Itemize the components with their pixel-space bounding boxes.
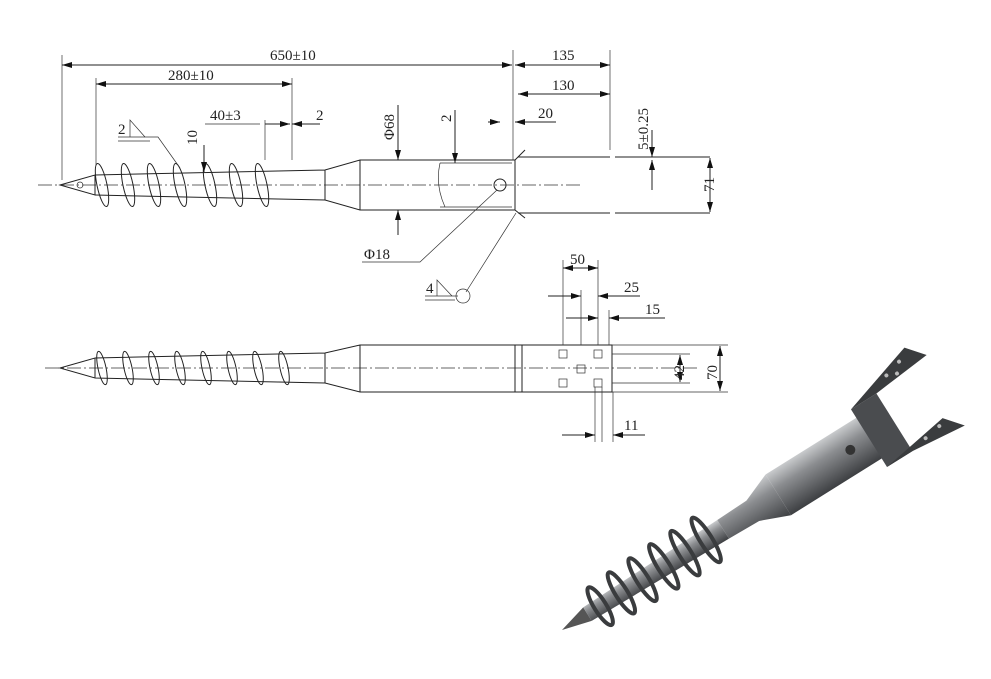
dim-helix-length: 280±10 (168, 68, 214, 84)
dim-bolt-diameter: Φ18 (364, 247, 390, 263)
dim-hole-size: 11 (624, 418, 638, 434)
dim-hole-spacing: 50 (570, 252, 585, 268)
weld-symbol-bracket: 4 (426, 281, 434, 297)
dim-edge-offset: 15 (645, 302, 660, 318)
dim-helix-height: 10 (185, 130, 201, 145)
dim-wall-thickness: 2 (439, 115, 455, 123)
weld-symbol-helix: 2 (118, 122, 126, 138)
dim-bracket-outer: 135 (552, 48, 575, 64)
dim-bracket-width: 71 (702, 177, 718, 192)
dim-bracket-inner: 130 (552, 78, 575, 94)
dim-tube-diameter: Φ68 (382, 114, 398, 140)
side-view: 50 25 15 42 70 11 (45, 252, 728, 442)
top-view: 650±10 135 280±10 130 40±3 2 10 Φ68 2 20… (38, 48, 718, 304)
helix-coils-side (96, 350, 290, 386)
dim-hole-vertical-spacing: 42 (672, 365, 688, 380)
dim-helix-gap: 2 (316, 108, 324, 124)
dim-overall-length: 650±10 (270, 48, 316, 64)
ground-screw-3d-render (562, 347, 965, 630)
dim-plate-height: 70 (705, 365, 721, 380)
dim-hole-offset: 20 (538, 106, 553, 122)
dim-helix-pitch: 40±3 (210, 108, 241, 124)
dim-half-spacing: 25 (624, 280, 639, 296)
dim-plate-thickness: 5±0.25 (636, 108, 652, 150)
